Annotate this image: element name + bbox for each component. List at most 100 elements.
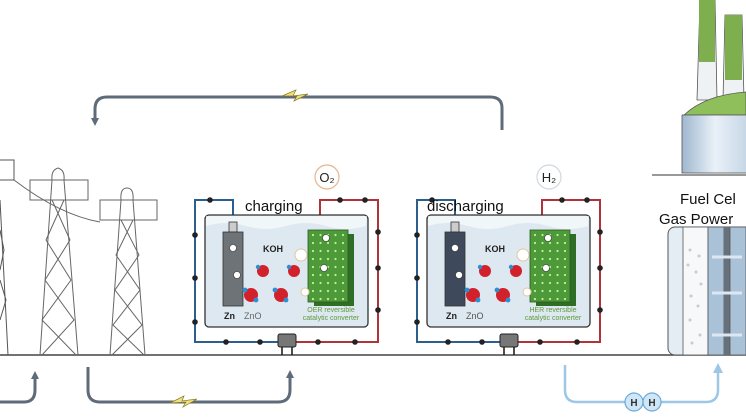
electron-dot [207, 197, 213, 203]
factory-icon [652, 0, 746, 176]
catalyst-site [533, 265, 537, 269]
hydrogen-gas-bubble: H₂ [536, 164, 562, 190]
electron-dot [584, 197, 590, 203]
hydroxide-ion [257, 265, 269, 277]
catalyst-site [334, 289, 337, 293]
catalyst-site [341, 289, 345, 293]
anode-label: Zn [224, 311, 235, 321]
catalyst-label-line1: HER reversible [529, 307, 576, 314]
catalyst-site [533, 241, 537, 245]
catalyst-site [556, 273, 559, 277]
catalyst-site [556, 265, 559, 269]
catalyst-site [533, 257, 537, 261]
catalyst-site [533, 281, 537, 285]
catalyst-site [341, 265, 345, 269]
catalyst-site [563, 273, 567, 277]
electron-dot [537, 339, 543, 345]
catalyst-site [541, 249, 544, 253]
catalyst-site [341, 297, 345, 301]
power-tower-icon [13, 167, 101, 356]
catalyst-site [541, 289, 544, 293]
plug-prongs [503, 347, 515, 355]
catalyst-site [548, 281, 552, 285]
catalyst-site [311, 265, 315, 269]
hydrogen-atom [242, 287, 248, 293]
catalyst-site [319, 257, 322, 261]
catalyst-site [334, 257, 337, 261]
electron-dot [597, 265, 603, 271]
gas-bubble [522, 287, 532, 297]
catalyst-site [541, 297, 544, 301]
lightning-bolt-icon [169, 395, 198, 408]
electron-dot [559, 197, 565, 203]
hydrogen-atom [286, 264, 292, 270]
catalyst-site [311, 273, 315, 277]
catalyst-site [341, 273, 345, 277]
catalyst-site [326, 257, 330, 261]
catalyst-site [334, 297, 337, 301]
catalyst-site [541, 257, 544, 261]
electrode-terminal [450, 221, 460, 233]
electron-dot [192, 232, 198, 238]
hydrogen-atom [283, 297, 289, 303]
catalyst-site [319, 273, 322, 277]
electron-dot [192, 319, 198, 325]
gas-bubble [294, 248, 308, 262]
electron-dot [574, 339, 580, 345]
gas-label: O₂ [319, 170, 334, 185]
fuel-cell-stack [667, 226, 746, 356]
hydrogen-flow-arrow: H H [563, 363, 723, 412]
catalyst-site [548, 289, 552, 293]
catalyst-label-line2: catalytic converter [525, 315, 582, 322]
electron-icon [320, 264, 328, 272]
plug-prongs [281, 347, 293, 355]
electron-dot [375, 265, 381, 271]
zinc-anode [444, 231, 466, 307]
catalyst-site [334, 249, 337, 253]
electron-dot [192, 275, 198, 281]
hydrogen-atom [508, 264, 514, 270]
bottom-flow-arrow [86, 367, 294, 408]
cathode-wire [296, 199, 379, 343]
catalyst-site [563, 249, 567, 253]
catalyst-site [311, 241, 315, 245]
electron-dot [375, 229, 381, 235]
electron-dot [414, 275, 420, 281]
electron-dot [597, 229, 603, 235]
hydrogen-atom [505, 297, 511, 303]
catalyst-site [563, 297, 567, 301]
catalyst-site [334, 265, 337, 269]
catalyst-site [319, 241, 322, 245]
catalyst-site [334, 273, 337, 277]
oxygen-gas-bubble: O₂ [314, 164, 340, 190]
electron-icon [455, 271, 463, 279]
catalyst-site [548, 257, 552, 261]
top-flow-arrow [91, 89, 504, 130]
catalyst-site [548, 249, 552, 253]
catalyst-site [556, 249, 559, 253]
catalyst-site [326, 273, 330, 277]
electron-dot [257, 339, 263, 345]
catalyst-site [556, 289, 559, 293]
catalyst-site [563, 233, 567, 237]
catalyst-site [556, 241, 559, 245]
hydrogen-atom [272, 287, 278, 293]
electron-dot [479, 339, 485, 345]
electron-icon [233, 271, 241, 279]
catalyst-site [563, 281, 567, 285]
catalyst-site [556, 281, 559, 285]
gas-label: H₂ [542, 170, 556, 185]
gas-bubble [300, 287, 310, 297]
product-label: ZnO [466, 311, 484, 321]
electrolyte-surface [206, 216, 367, 229]
catalyst-site [533, 249, 537, 253]
catalyst-site [548, 241, 552, 245]
electron-icon [229, 244, 237, 252]
catalyst-site [563, 265, 567, 269]
catalyst-site [533, 297, 537, 301]
catalyst-site [541, 241, 544, 245]
power-plug-icon [499, 333, 519, 348]
electron-dot [223, 339, 229, 345]
